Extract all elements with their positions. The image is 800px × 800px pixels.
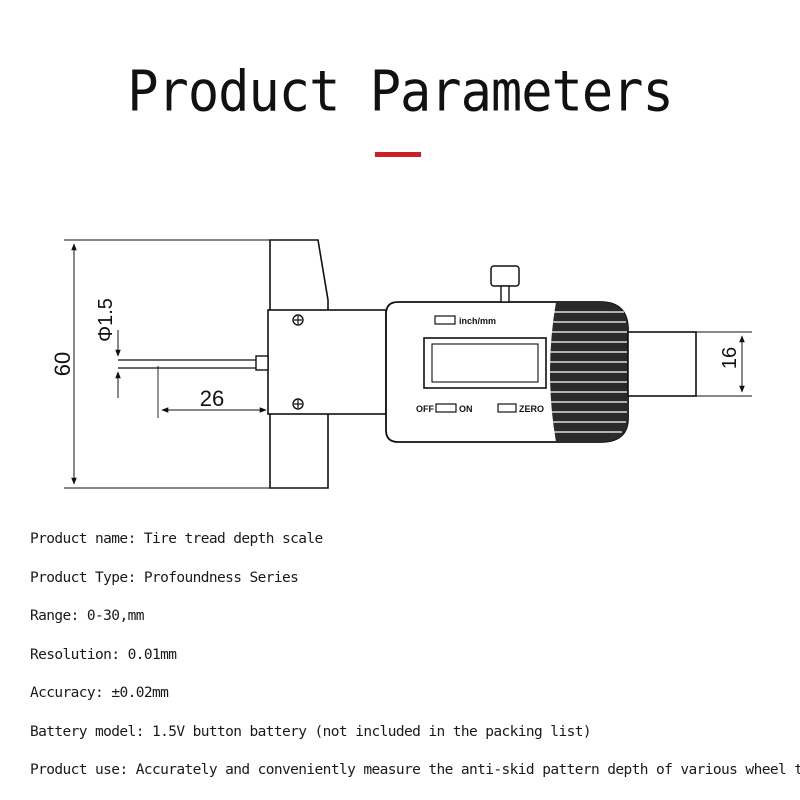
knurled-grip (548, 302, 628, 442)
probe-tip-holder (255, 355, 269, 371)
dimension-probe-diameter: Φ1.5 (95, 298, 121, 398)
spec-battery-model: Battery model1.5V button battery (not in… (30, 713, 790, 752)
mounting-plate (267, 309, 387, 415)
product-spec-list: Product nameTire tread depth scale Produ… (30, 520, 800, 790)
screw-icon (292, 314, 304, 326)
spec-resolution: Resolution0.01mm (30, 636, 790, 675)
dimension-probe-diameter-label: Φ1.5 (95, 298, 117, 342)
off-button-label: OFF (416, 404, 434, 414)
lock-knob (490, 265, 520, 287)
on-button-label: ON (459, 404, 473, 414)
zero-button-icon (497, 403, 517, 413)
dimension-probe-length-label: 26 (200, 386, 224, 411)
dimension-body-height-label: 16 (719, 347, 741, 369)
gauge-dimension-diagram: inch/mm OFF ON ZERO 60 Φ1.5 26 16 (50, 239, 752, 489)
dimension-probe-length: 26 (157, 366, 267, 418)
measuring-shaft (627, 331, 697, 397)
on-off-button-icon (435, 403, 457, 413)
page-title: Product Parameters (127, 59, 674, 125)
zero-button-label: ZERO (519, 404, 544, 414)
spec-product-type: Product TypeProfoundness Series (30, 559, 790, 598)
spec-product-use: Product useAccurately and conveniently m… (30, 751, 800, 790)
lcd-screen (431, 343, 539, 383)
spec-accuracy: Accuracy±0.02mm (30, 674, 790, 713)
screw-icon (292, 398, 304, 410)
spec-range: Range0-30,mm (30, 597, 790, 636)
title-accent-rule (375, 152, 421, 157)
dimension-body-height: 16 (696, 331, 752, 397)
inch-mm-button-label: inch/mm (459, 316, 496, 326)
inch-mm-button-icon (434, 315, 456, 325)
spec-product-name: Product nameTire tread depth scale (30, 520, 790, 559)
dimension-height-label: 60 (50, 352, 75, 376)
dimension-height: 60 (50, 239, 328, 489)
